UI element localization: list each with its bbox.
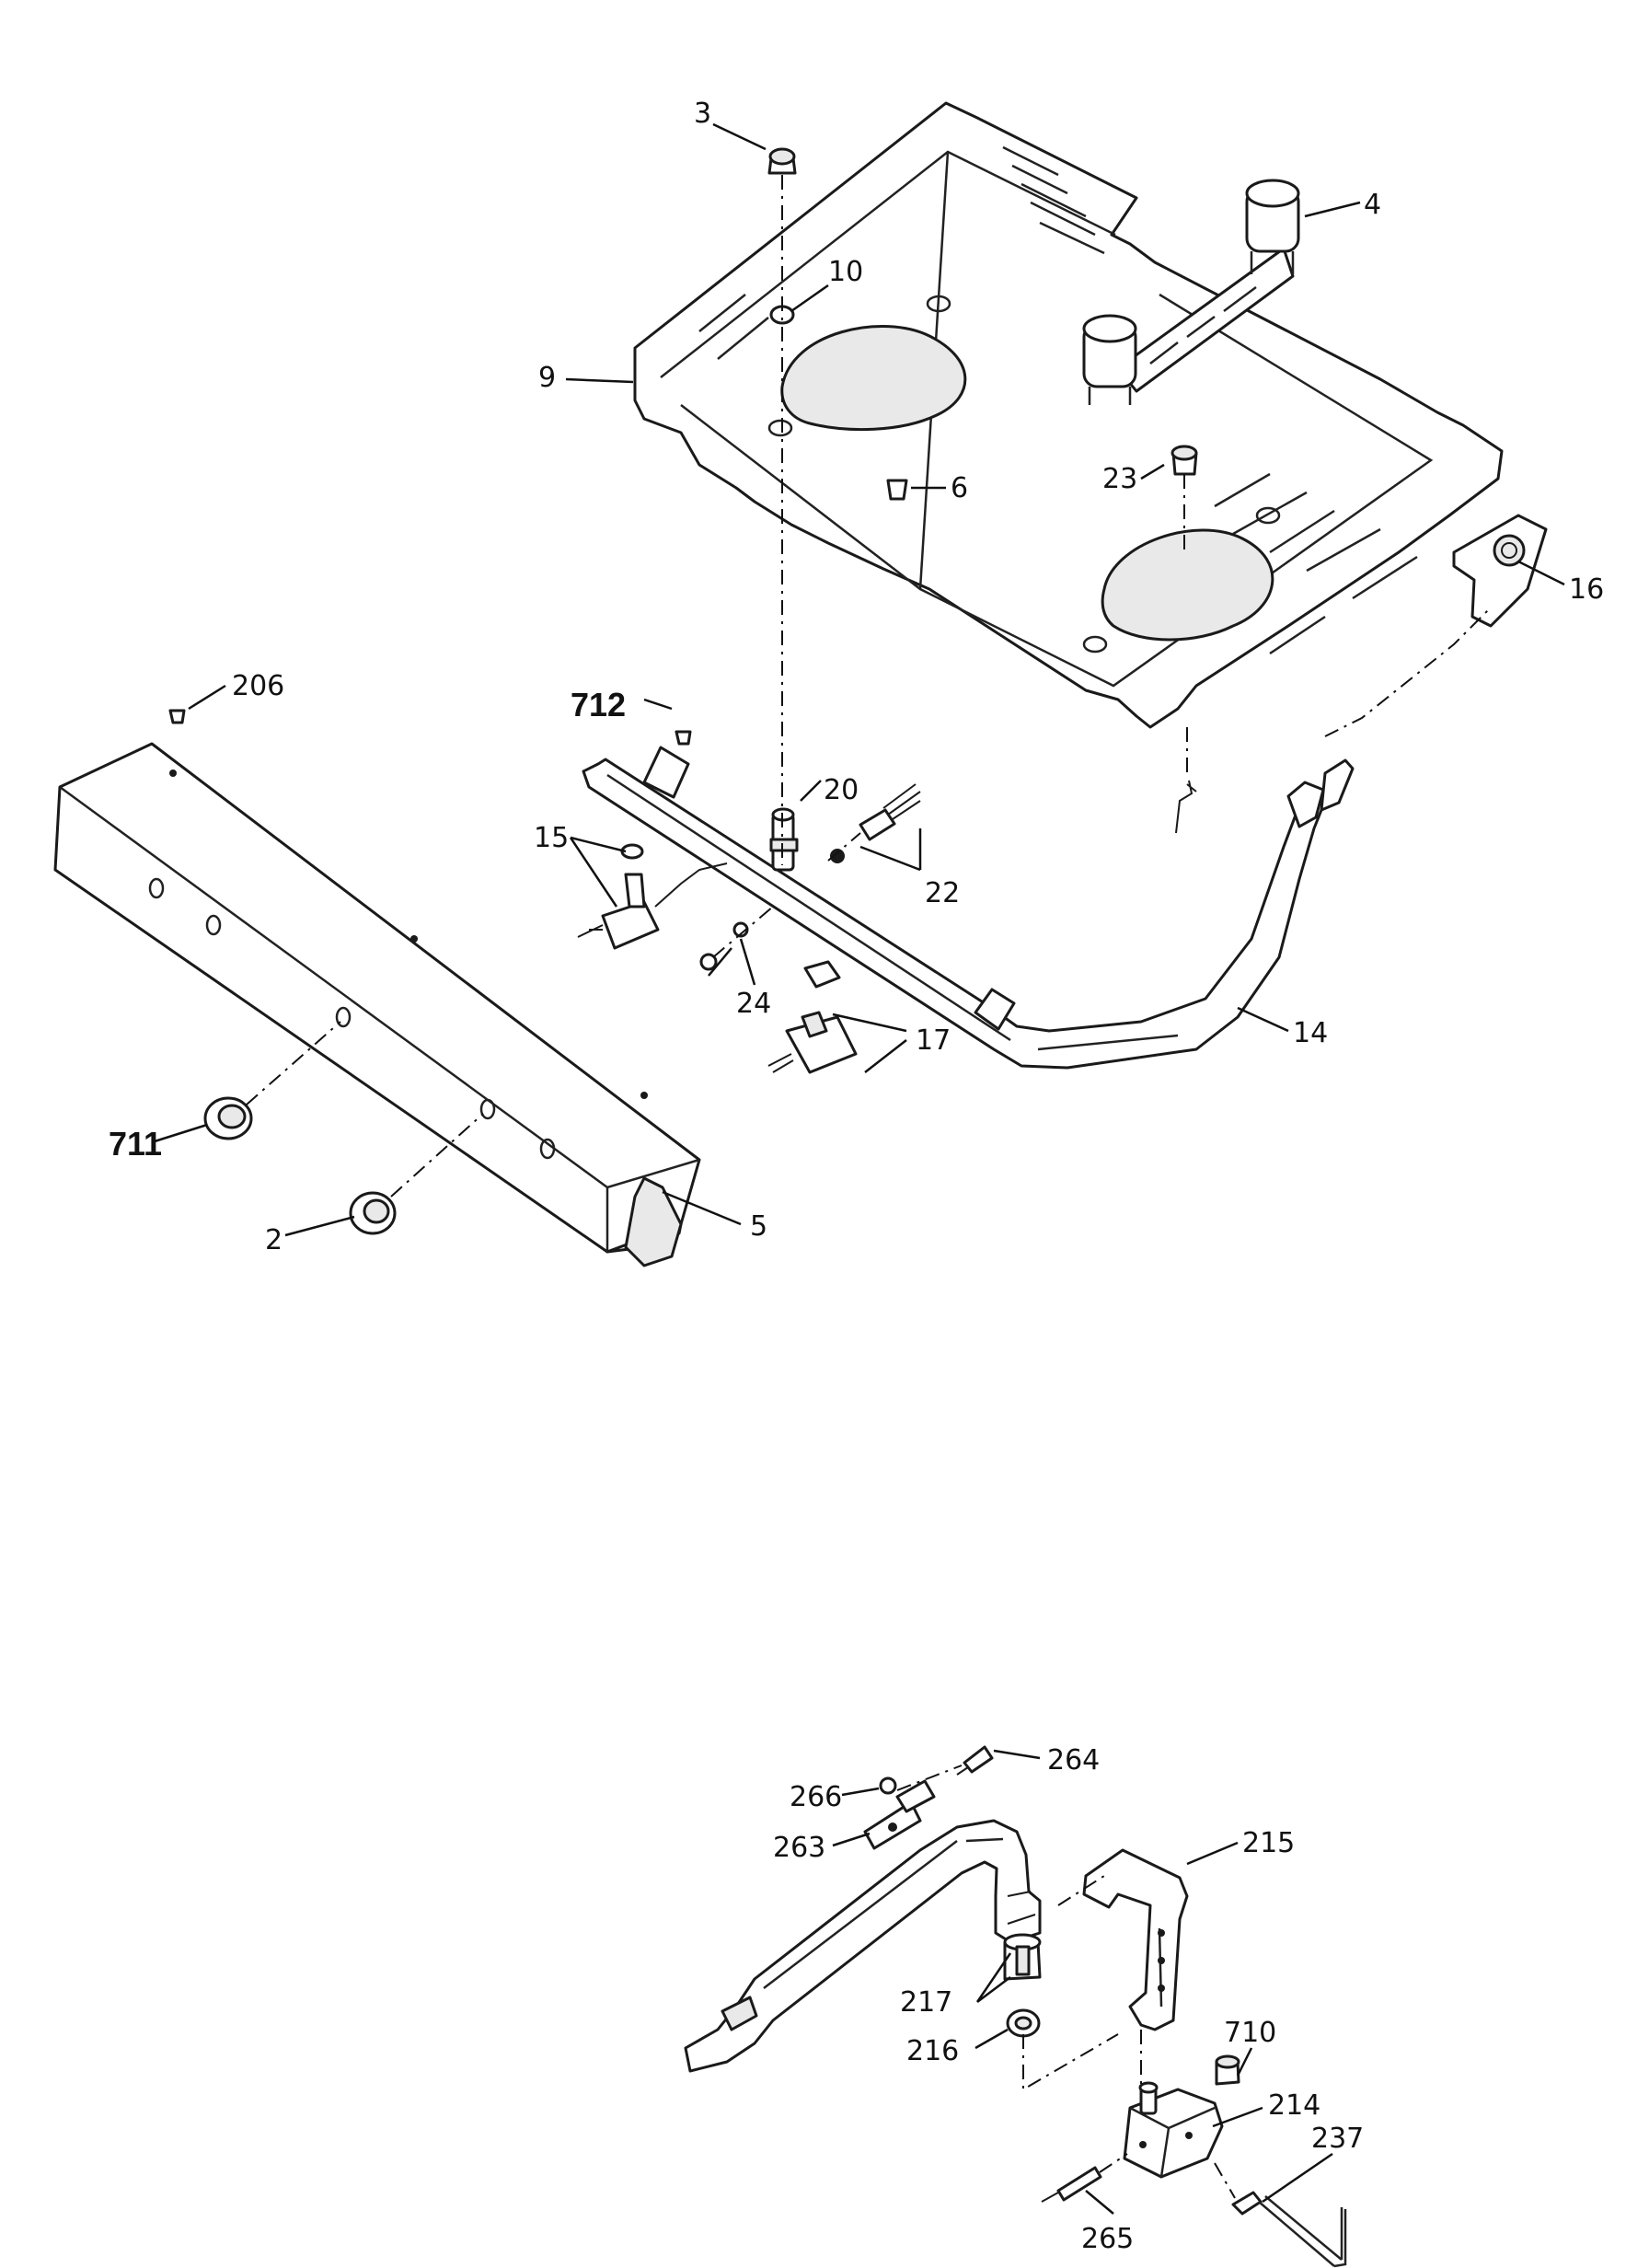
- label-3: 3: [694, 98, 711, 130]
- label-711: 711: [109, 1125, 162, 1163]
- centerline-lower-6: [896, 1765, 963, 1791]
- valve-17: [767, 960, 858, 1074]
- screw-712: [675, 730, 692, 746]
- valve-214: [1123, 2081, 1224, 2179]
- centerline-knob711: [246, 1021, 341, 1105]
- label-9: 9: [538, 362, 556, 394]
- manifold-panel-5: [53, 742, 701, 1267]
- screw-23: [1170, 445, 1198, 476]
- label-20: 20: [824, 774, 859, 806]
- knob-2: [349, 1191, 397, 1235]
- knob-711: [203, 1096, 253, 1140]
- label-216: 216: [906, 2035, 959, 2067]
- screw-206: [168, 709, 186, 724]
- valve-15: [577, 843, 728, 950]
- centerline-24: [712, 906, 774, 958]
- label-14: 14: [1293, 1017, 1328, 1049]
- label-5: 5: [750, 1210, 767, 1243]
- orifice-holder-263: [863, 1779, 936, 1850]
- bracket-16: [1452, 514, 1548, 628]
- spark-ignitor-assembly: [1082, 179, 1300, 405]
- label-214: 214: [1268, 2089, 1320, 2122]
- tube-237: [1231, 2191, 1347, 2268]
- label-265: 265: [1081, 2223, 1134, 2255]
- centerline-knob2: [390, 1113, 484, 1198]
- centerline-lower-4: [1099, 2153, 1128, 2173]
- label-217: 217: [900, 1986, 952, 2019]
- label-712: 712: [571, 686, 626, 723]
- label-237: 237: [1311, 2123, 1364, 2155]
- label-10: 10: [828, 256, 863, 288]
- air-shutter-217: [1003, 1933, 1042, 1981]
- centerline-16: [1324, 607, 1492, 737]
- label-264: 264: [1047, 1744, 1100, 1776]
- burner-tube-263: [684, 1819, 1042, 2073]
- label-710: 710: [1224, 2017, 1276, 2049]
- electrode-264: [956, 1745, 994, 1776]
- label-2: 2: [265, 1224, 283, 1256]
- manifold-pipe-14: [582, 746, 1355, 1070]
- screw-266: [879, 1776, 897, 1795]
- plug-22: [830, 783, 921, 863]
- label-263: 263: [773, 1832, 825, 1864]
- label-17: 17: [916, 1024, 951, 1057]
- thermocouple-lead: [1175, 780, 1197, 834]
- label-206: 206: [232, 670, 284, 702]
- centerline-lower-1: [1022, 2033, 1119, 2091]
- label-6: 6: [951, 472, 968, 504]
- label-15: 15: [534, 822, 569, 854]
- screw-24a: [699, 953, 718, 971]
- bracket-215: [1082, 1848, 1189, 2031]
- label-23: 23: [1102, 463, 1137, 495]
- label-4: 4: [1364, 189, 1381, 221]
- cap-710: [1215, 2054, 1240, 2086]
- label-22: 22: [925, 877, 960, 909]
- label-266: 266: [790, 1781, 842, 1813]
- label-215: 215: [1242, 1827, 1295, 1859]
- screw-3: [767, 147, 797, 175]
- centerline-22: [827, 832, 861, 862]
- valve-20: [769, 807, 799, 872]
- centerline-lower-5: [1214, 2162, 1236, 2199]
- centerline-lower-3: [1057, 1875, 1105, 1906]
- label-24: 24: [736, 988, 771, 1020]
- fitting-265: [1041, 2166, 1102, 2203]
- screw-6: [886, 479, 908, 501]
- leader-lines: [154, 122, 1565, 2215]
- nut-216: [1006, 2008, 1041, 2038]
- label-16: 16: [1569, 573, 1604, 606]
